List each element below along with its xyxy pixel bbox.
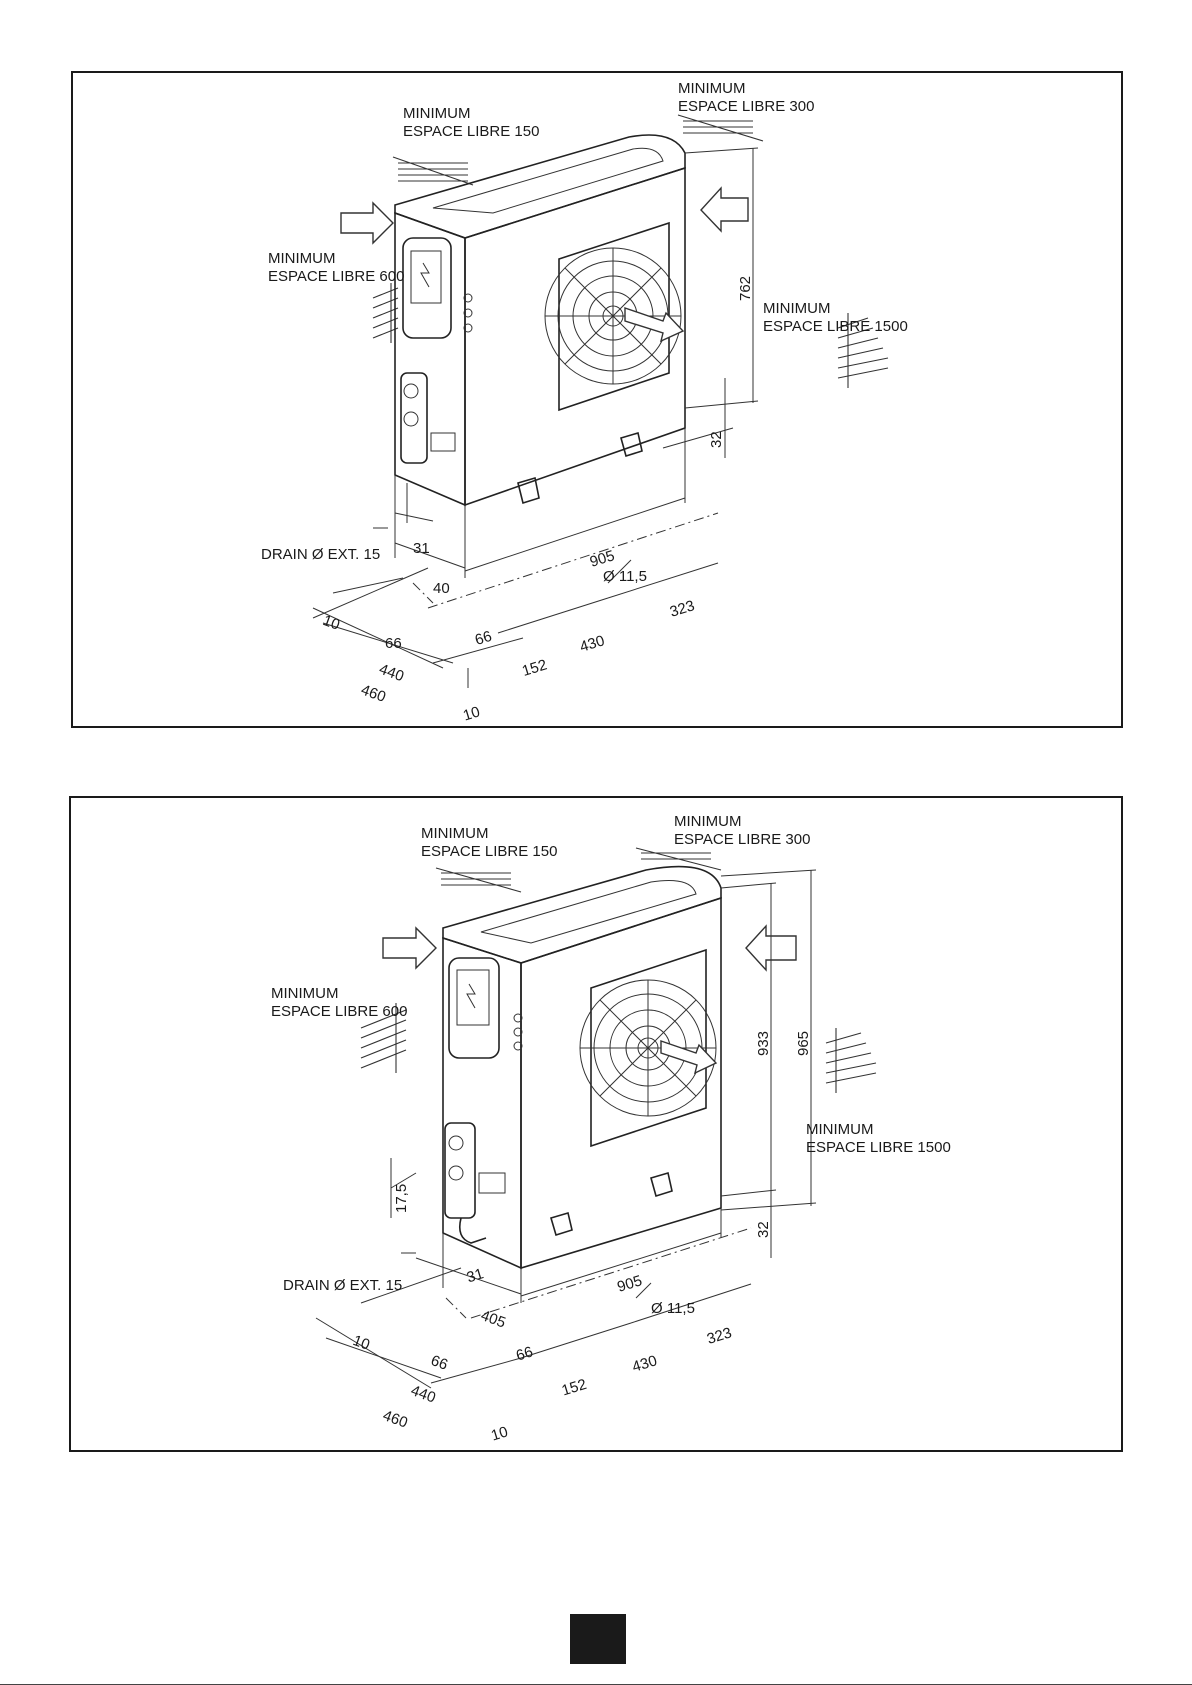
dim-323: 323 [668,597,697,621]
clearance-hatch-right [837,313,889,388]
dim-66-a: 66 [429,1352,450,1374]
dim-height: 762 [737,276,754,301]
dim-323: 323 [705,1324,734,1348]
airflow-arrow-left-icon [340,201,394,245]
dim-10-a: 10 [321,612,342,634]
page-number-box [570,1614,626,1664]
outdoor-unit [394,134,686,507]
fan-icon [579,979,717,1117]
dim-17-5: 17,5 [393,1184,410,1213]
dim-440: 440 [409,1382,438,1407]
dim-460: 460 [359,681,388,706]
airflow-arrow-right-icon [700,186,749,233]
dim-965: 965 [795,1031,812,1056]
dim-10-b: 10 [489,1423,510,1444]
dim-31: 31 [413,540,430,557]
clearance-hatch-top-left [435,867,522,893]
dim-66-b: 66 [514,1343,535,1364]
clearance-hatch-left [372,283,399,343]
clearance-hatch-top-right [677,114,764,142]
dim-460: 460 [381,1407,410,1432]
dim-hole: Ø 11,5 [603,568,647,585]
dim-feet: 32 [755,1221,772,1238]
label-drain: DRAIN Ø EXT. 15 [283,1277,402,1294]
clearance-hatch-right [825,1028,877,1093]
dim-10-b: 10 [461,703,482,724]
fan-icon [544,247,682,385]
dim-430: 430 [630,1352,659,1376]
dim-10-a: 10 [351,1332,372,1354]
clearance-hatch-top-right [635,847,722,871]
outdoor-unit [442,865,722,1270]
dim-66-a: 66 [385,635,402,652]
airflow-arrow-out-icon [624,307,685,343]
dim-152: 152 [520,656,549,680]
dim-405: 405 [479,1307,508,1332]
dimension-lines [312,147,759,688]
dim-905: 905 [588,547,617,571]
dimension-lines [315,869,817,1389]
dim-66-b: 66 [473,628,494,649]
dim-440: 440 [377,661,406,686]
airflow-arrow-left-icon [382,926,437,970]
clearance-hatch-top-left [392,156,474,186]
dim-933: 933 [755,1031,772,1056]
dim-hole: Ø 11,5 [651,1300,695,1317]
dim-31: 31 [465,1265,486,1286]
label-drain: DRAIN Ø EXT. 15 [261,546,380,563]
clearance-hatch-left [360,1003,407,1073]
dim-152: 152 [560,1376,589,1400]
dim-40: 40 [433,580,450,597]
dim-430: 430 [578,632,607,656]
dim-feet: 32 [708,431,725,448]
airflow-arrow-out-icon [660,1040,718,1075]
dim-905: 905 [615,1272,644,1296]
